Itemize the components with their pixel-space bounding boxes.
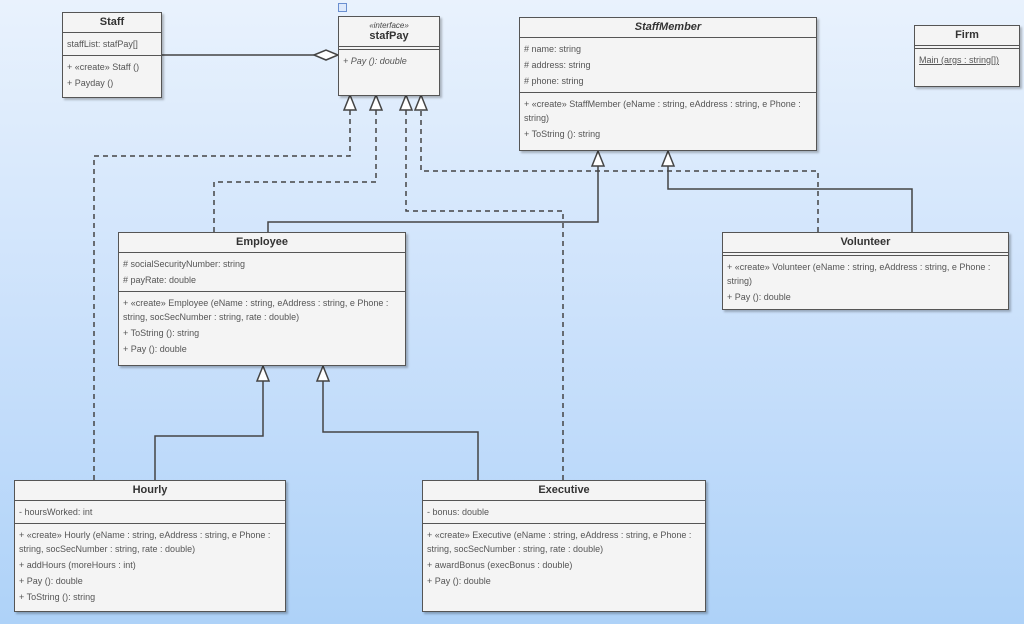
arrowhead-icon xyxy=(342,92,358,111)
arrowhead-icon xyxy=(255,363,271,382)
operation: + ToString (): string xyxy=(19,592,96,602)
interface-stafpay[interactable]: «interface» stafPay + Pay (): double xyxy=(338,16,440,96)
operations-section: Main (args : string[]) xyxy=(915,49,1019,71)
class-name: Staff xyxy=(63,13,161,33)
attribute: # address: string xyxy=(524,60,591,70)
arrowhead-icon xyxy=(398,92,414,111)
interface-marker-icon xyxy=(338,3,347,12)
realization-executive-line xyxy=(405,110,564,480)
class-name: Hourly xyxy=(15,481,285,501)
operation: + «create» StaffMember (eName : string, … xyxy=(524,99,801,123)
realization-employee-line xyxy=(213,110,377,232)
operation: + Payday () xyxy=(67,78,114,88)
realization-hourly-line xyxy=(93,110,351,480)
arrowhead-icon xyxy=(660,148,676,167)
operation: + ToString (): string xyxy=(123,328,200,338)
attribute: - bonus: double xyxy=(427,507,490,517)
operation: + ToString (): string xyxy=(524,129,601,139)
realization-volunteer-line xyxy=(420,110,819,232)
attribute: staffList: stafPay[] xyxy=(67,39,138,49)
operation: + awardBonus (execBonus : double) xyxy=(427,560,573,570)
attribute: - hoursWorked: int xyxy=(19,507,93,517)
attributes-section: # name: string # address: string # phone… xyxy=(520,38,816,93)
operations-section: + «create» Executive (eName : string, eA… xyxy=(423,524,705,592)
attributes-section: - hoursWorked: int xyxy=(15,501,285,524)
attributes-section: - bonus: double xyxy=(423,501,705,524)
operation: + Pay (): double xyxy=(123,344,187,354)
class-name: StaffMember xyxy=(520,18,816,38)
class-volunteer[interactable]: Volunteer + «create» Volunteer (eName : … xyxy=(722,232,1009,310)
operations-section: + Pay (): double xyxy=(339,50,439,72)
class-employee[interactable]: Employee # socialSecurityNumber: string … xyxy=(118,232,406,366)
operations-section: + «create» Volunteer (eName : string, eA… xyxy=(723,256,1008,308)
operations-section: + «create» StaffMember (eName : string, … xyxy=(520,93,816,145)
class-name: Volunteer xyxy=(723,233,1008,253)
operation: + Pay (): double xyxy=(19,576,83,586)
operation: + «create» Hourly (eName : string, eAddr… xyxy=(19,530,271,554)
operations-section: + «create» Staff () + Payday () xyxy=(63,56,161,94)
attribute: # phone: string xyxy=(524,76,584,86)
class-staffmember[interactable]: StaffMember # name: string # address: st… xyxy=(519,17,817,151)
operation: + Pay (): double xyxy=(343,56,407,66)
aggregation-diamond-icon xyxy=(312,49,340,61)
interface-name: stafPay xyxy=(369,30,409,42)
operation: + addHours (moreHours : int) xyxy=(19,560,136,570)
arrowhead-icon xyxy=(590,148,606,167)
generalization-employee-line xyxy=(267,166,599,232)
attributes-section: staffList: stafPay[] xyxy=(63,33,161,56)
operation: + Pay (): double xyxy=(427,576,491,586)
generalization-executive-line xyxy=(322,381,479,480)
stereotype-label: «interface» xyxy=(369,21,409,30)
operation: + «create» Volunteer (eName : string, eA… xyxy=(727,262,991,286)
class-executive[interactable]: Executive - bonus: double + «create» Exe… xyxy=(422,480,706,612)
class-name: Firm xyxy=(915,26,1019,46)
class-name: «interface» stafPay xyxy=(339,17,439,47)
generalization-hourly-line xyxy=(154,381,264,480)
operation: + «create» Staff () xyxy=(67,62,140,72)
class-name: Employee xyxy=(119,233,405,253)
class-hourly[interactable]: Hourly - hoursWorked: int + «create» Hou… xyxy=(14,480,286,612)
attributes-section xyxy=(723,253,1008,256)
operations-section: + «create» Employee (eName : string, eAd… xyxy=(119,292,405,360)
arrowhead-icon xyxy=(413,92,429,111)
operation: Main (args : string[]) xyxy=(919,55,1000,65)
attribute: # payRate: double xyxy=(123,275,197,285)
operation: + Pay (): double xyxy=(727,292,791,302)
attributes-section: # socialSecurityNumber: string # payRate… xyxy=(119,253,405,292)
generalization-volunteer-line xyxy=(667,166,913,232)
class-name: Executive xyxy=(423,481,705,501)
attribute: # name: string xyxy=(524,44,582,54)
class-firm[interactable]: Firm Main (args : string[]) xyxy=(914,25,1020,87)
attribute: # socialSecurityNumber: string xyxy=(123,259,246,269)
attributes-section xyxy=(915,46,1019,49)
attributes-section xyxy=(339,47,439,50)
class-staff[interactable]: Staff staffList: stafPay[] + «create» St… xyxy=(62,12,162,98)
operations-section: + «create» Hourly (eName : string, eAddr… xyxy=(15,524,285,608)
operation: + «create» Executive (eName : string, eA… xyxy=(427,530,692,554)
arrowhead-icon xyxy=(368,92,384,111)
operation: + «create» Employee (eName : string, eAd… xyxy=(123,298,389,322)
arrowhead-icon xyxy=(315,363,331,382)
